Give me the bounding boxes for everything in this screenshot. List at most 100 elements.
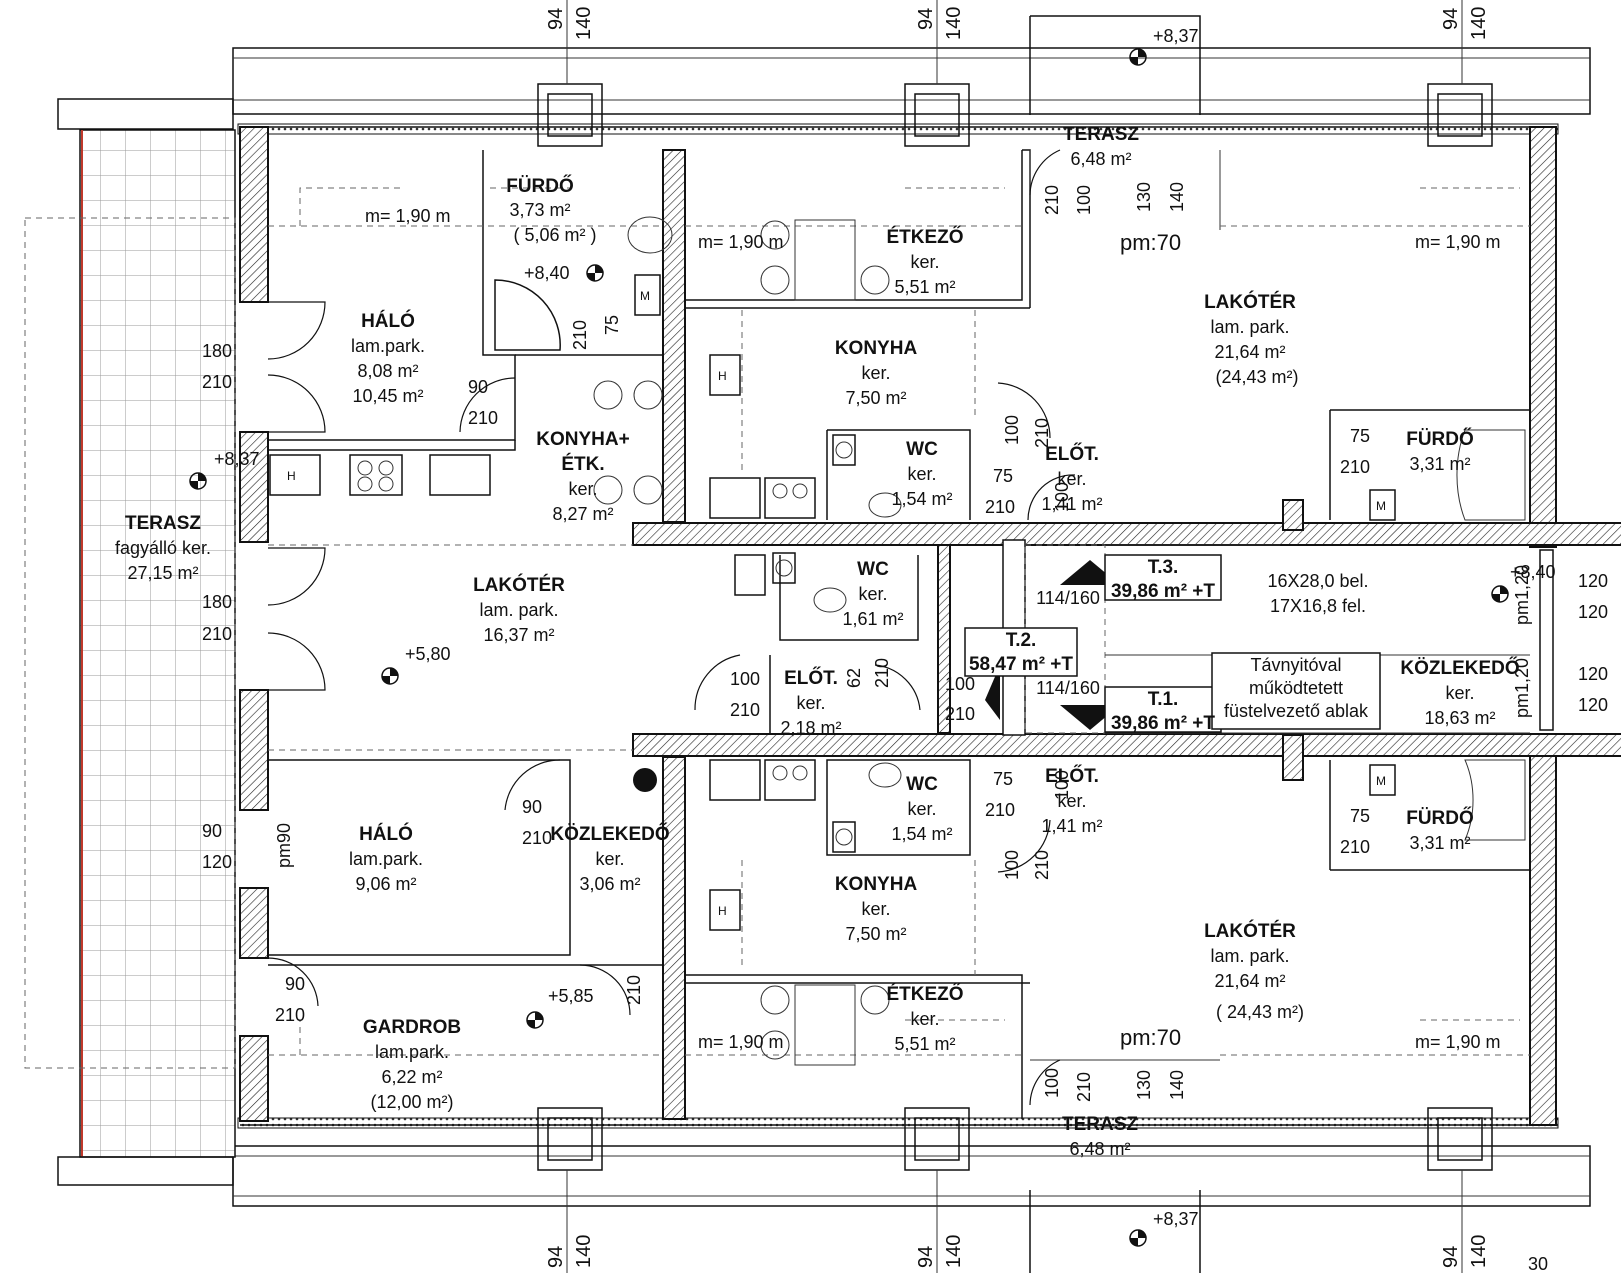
dim-label: 75 — [1350, 806, 1370, 826]
level-marker-icon — [189, 472, 207, 490]
stair-labels: T.3. 39,86 m² +T T.2. 58,47 m² +T T.1. 3… — [969, 557, 1369, 734]
dim-label: 210 — [985, 497, 1015, 517]
dim-label: 100 — [730, 669, 760, 689]
dim-label: 62 — [844, 668, 864, 688]
ceiling-height: m= 1,90 m — [1415, 232, 1501, 252]
level-marker-icon — [1129, 48, 1147, 66]
dim-label: 100 — [945, 674, 975, 694]
stair-t2-label: T.2. — [1006, 630, 1037, 651]
room-furdo-top: FÜRDŐ 3,73 m² ( 5,06 m² ) — [506, 175, 596, 245]
dim-label: 140 — [1167, 182, 1187, 212]
sheet-number: 30 — [1528, 1254, 1548, 1273]
stair-run-bottom: 114/160 — [1036, 678, 1100, 698]
dim-label: 100 — [1002, 850, 1022, 880]
stair-t3-label: T.3. — [1148, 557, 1179, 578]
room-floor: ker. — [796, 693, 825, 713]
stair-t2-area: 58,47 m² +T — [969, 654, 1073, 675]
dim-label: 120 — [1578, 664, 1608, 684]
level-marker-icon — [381, 667, 399, 685]
dim-label: 210 — [202, 624, 232, 644]
svg-text:M: M — [1376, 774, 1386, 788]
room-name: TERASZ — [125, 513, 201, 534]
dim-label: 75 — [993, 466, 1013, 486]
dim-label: 90 — [285, 974, 305, 994]
dim-label: 100 — [1052, 482, 1072, 512]
room-area-total: (24,43 m²) — [1215, 367, 1298, 387]
room-floor: ker. — [861, 363, 890, 383]
level-marker-icon — [586, 264, 604, 282]
room-area: 27,15 m² — [127, 563, 198, 583]
dim-label: 210 — [275, 1005, 305, 1025]
svg-text:H: H — [718, 904, 727, 918]
parapet-height: pm90 — [274, 823, 294, 868]
room-elot-top: ELŐT. ker. 1,41 m² — [1041, 443, 1102, 514]
roof-eaves — [232, 47, 1591, 1207]
room-name: WC — [906, 439, 938, 460]
dim-label: 130 — [1134, 182, 1154, 212]
dim-label: 94 — [545, 1246, 567, 1268]
room-floor: ker. — [568, 479, 597, 499]
ceiling-height: m= 1,90 m — [698, 232, 784, 252]
dim-label: 210 — [570, 320, 590, 350]
room-floor: lam. park. — [479, 600, 558, 620]
dim-label: 75 — [993, 769, 1013, 789]
room-area: 3,06 m² — [579, 874, 640, 894]
stair-t3-area: 39,86 m² +T — [1111, 581, 1215, 602]
room-konyha-etk: KONYHA+ ÉTK. ker. 8,27 m² — [536, 429, 629, 524]
interior-walls — [632, 149, 1621, 1120]
room-name: FÜRDŐ — [1406, 428, 1474, 450]
room-terasz-top: TERASZ 6,48 m² — [1063, 124, 1139, 169]
room-area: 6,48 m² — [1069, 1139, 1130, 1159]
dim-label: 94 — [915, 8, 937, 30]
dim-label: 120 — [202, 852, 232, 872]
room-name: ÉTKEZŐ — [886, 983, 963, 1005]
stair-block — [964, 544, 1554, 734]
dim-label: 140 — [1167, 1070, 1187, 1100]
smoke-vent-note-2: működtetett — [1249, 678, 1343, 698]
room-terasz-left: TERASZ fagyálló ker. 27,15 m² — [115, 513, 211, 583]
dim-label: 140 — [573, 7, 595, 40]
dim-label: 210 — [1340, 457, 1370, 477]
left-terrace — [24, 98, 236, 1186]
level-value: +8,37 — [1153, 1209, 1199, 1229]
room-name: KÖZLEKEDŐ — [1400, 657, 1519, 679]
room-name: ÉTKEZŐ — [886, 226, 963, 248]
room-name: ELŐT. — [1045, 443, 1099, 465]
dim-label: 210 — [522, 828, 552, 848]
dim-label: 210 — [1032, 418, 1052, 448]
dimension-labels: 94 140 94 140 94 140 94 140 94 140 94 14… — [202, 7, 1608, 1268]
room-area: 5,51 m² — [894, 277, 955, 297]
room-halo-bottom: HÁLÓ lam.park. 9,06 m² — [349, 823, 423, 894]
room-kozlekedo-left: KÖZLEKEDŐ ker. 3,06 m² — [550, 823, 669, 894]
stair-spec-2: 17X16,8 fel. — [1270, 596, 1366, 616]
partitions — [268, 149, 1530, 1119]
room-konyha-bottom: KONYHA ker. 7,50 m² — [835, 874, 918, 944]
room-area: 1,54 m² — [891, 489, 952, 509]
room-gardrob: GARDROB lam.park. 6,22 m² (12,00 m²) — [363, 1017, 461, 1112]
level-value: +5,80 — [405, 644, 451, 664]
level-marker-icon — [1129, 1229, 1147, 1247]
dim-label: 210 — [945, 704, 975, 724]
room-name-2: ÉTK. — [561, 453, 604, 475]
dim-label: 90 — [522, 797, 542, 817]
stair-run-top: 114/160 — [1036, 588, 1100, 608]
room-area: 6,48 m² — [1070, 149, 1131, 169]
dim-label: 130 — [1134, 1070, 1154, 1100]
room-name: WC — [906, 774, 938, 795]
level-marker-icon — [1491, 585, 1509, 603]
dim-label: 210 — [730, 700, 760, 720]
room-floor: ker. — [595, 849, 624, 869]
room-etkezo-bottom: ÉTKEZŐ ker. 5,51 m² — [886, 983, 963, 1054]
dim-label: 94 — [1440, 8, 1462, 30]
room-name: LAKÓTÉR — [1204, 291, 1296, 313]
room-name: ELŐT. — [784, 667, 838, 689]
room-area: 2,18 m² — [780, 718, 841, 738]
room-area: 16,37 m² — [483, 625, 554, 645]
room-area: 3,31 m² — [1409, 454, 1470, 474]
dim-label: 210 — [1042, 185, 1062, 215]
room-area: 1,54 m² — [891, 824, 952, 844]
level-value: +8,40 — [1510, 562, 1556, 582]
room-name: HÁLÓ — [359, 823, 413, 845]
level-markers — [189, 48, 1509, 1247]
dim-label: 140 — [943, 1235, 965, 1268]
